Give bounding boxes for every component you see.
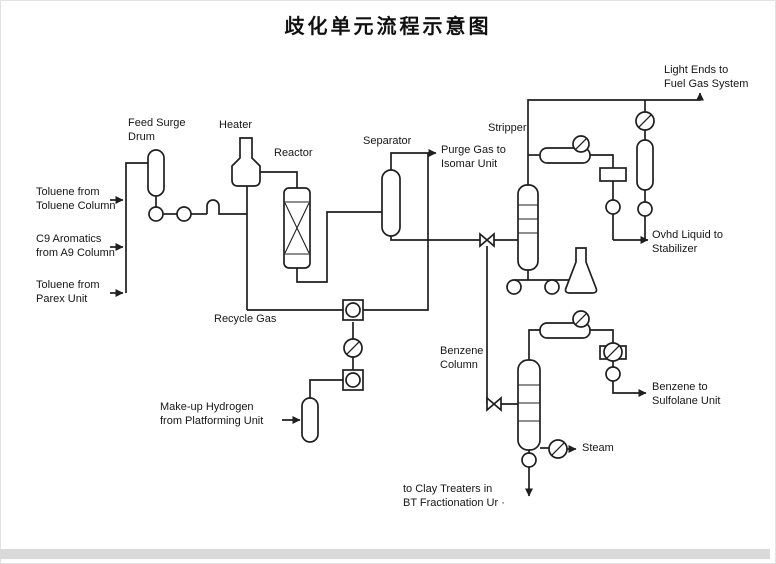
label-benzene-column: Benzene Column: [440, 345, 484, 371]
pipe-feed-header: [125, 162, 148, 293]
benzene-product-cooler-slash: [606, 345, 620, 359]
benzene-condenser-slash: [574, 312, 588, 326]
benzene-feed-valve: [486, 396, 502, 412]
stripper-reflux-pump-1: [605, 199, 621, 215]
stripper-reflux-pump-2: [637, 201, 653, 217]
pipe-stripper-overhead-light-ends: [527, 92, 704, 185]
label-purge-gas: Purge Gas to Isomar Unit: [441, 144, 506, 170]
pipe-makeup-drum-to-compressor: [309, 379, 343, 398]
benzene-column-vessel: [517, 359, 541, 451]
equipment-symbols: [147, 111, 655, 468]
label-benzene-to-sulfolane: Benzene to Sulfolane Unit: [652, 381, 721, 407]
stripper-reboiler-flask: [564, 247, 598, 294]
page-title: 歧化单元流程示意图: [284, 16, 492, 38]
label-separator: Separator: [363, 135, 412, 147]
label-recycle-gas: Recycle Gas: [214, 313, 277, 325]
reactor-internals: [284, 201, 310, 255]
label-heater: Heater: [219, 119, 253, 131]
pipe-recycle-gas: [247, 153, 429, 311]
feed-surge-drum-vessel: [147, 149, 165, 197]
stripper-bottoms-pump-2: [544, 279, 560, 295]
label-c9-aromatics: C9 Aromatics from A9 Column: [36, 233, 115, 259]
label-light-ends: Light Ends to Fuel Gas System: [664, 64, 749, 90]
label-makeup-hydrogen: Make-up Hydrogen from Platforming Unit: [160, 401, 264, 427]
recycle-compressor-stage-2-rotor: [345, 372, 361, 388]
pipe-heater-to-reactor: [260, 171, 298, 188]
label-reactor: Reactor: [274, 147, 313, 159]
bottom-scroll-strip: [0, 549, 770, 559]
stripper-bottoms-pump-1: [506, 279, 522, 295]
separator-vessel: [381, 169, 401, 237]
stripper-reflux-drum: [636, 139, 654, 191]
feed-pump-2: [176, 206, 192, 222]
stripper-trim-condenser-slash: [638, 114, 652, 128]
interstage-cooler-slash: [346, 341, 360, 355]
pipe-separator-bottoms: [390, 236, 480, 241]
pipe-benzene-drum-outlet: [590, 329, 614, 346]
stripper-trays: [518, 204, 538, 234]
label-ovhd-liquid: Ovhd Liquid to Stabilizer: [652, 229, 723, 255]
label-steam: Steam: [582, 442, 614, 454]
stripper-feed-valve: [479, 232, 495, 248]
pipe-purge-gas: [390, 149, 437, 170]
feed-pump-1: [148, 206, 164, 222]
label-toluene-from-parex: Toluene from Parex Unit: [36, 279, 100, 305]
benzene-reboiler-slash: [551, 442, 565, 456]
label-feed-surge-drum: Feed Surge Drum: [128, 117, 186, 143]
benzene-bottoms-pump: [521, 452, 537, 468]
benzene-reflux-pump: [605, 366, 621, 382]
makeup-hydrogen-drum: [301, 397, 319, 443]
recycle-compressor-stage-1-rotor: [345, 302, 361, 318]
benzene-column-trays: [518, 384, 540, 422]
pipe-benzene-overhead: [528, 329, 540, 360]
label-to-clay-treaters: to Clay Treaters in BT Fractionation Ur …: [403, 483, 505, 509]
label-toluene-from-toluene-column: Toluene from Toluene Column: [36, 186, 116, 212]
pipe-benzene-product: [612, 381, 647, 397]
pipe-reactor-effluent: [296, 211, 382, 283]
label-stripper: Stripper: [488, 122, 527, 134]
stripper-condenser-slash: [574, 137, 588, 151]
heater-vessel: [231, 137, 261, 187]
pipe-stripper-drum-outlet: [590, 154, 614, 168]
stripper-side-exchanger: [599, 167, 627, 182]
pipe-exchanger-hairpin: [206, 199, 247, 215]
stripper-vessel: [517, 184, 539, 271]
pipe-lines: [110, 92, 704, 497]
